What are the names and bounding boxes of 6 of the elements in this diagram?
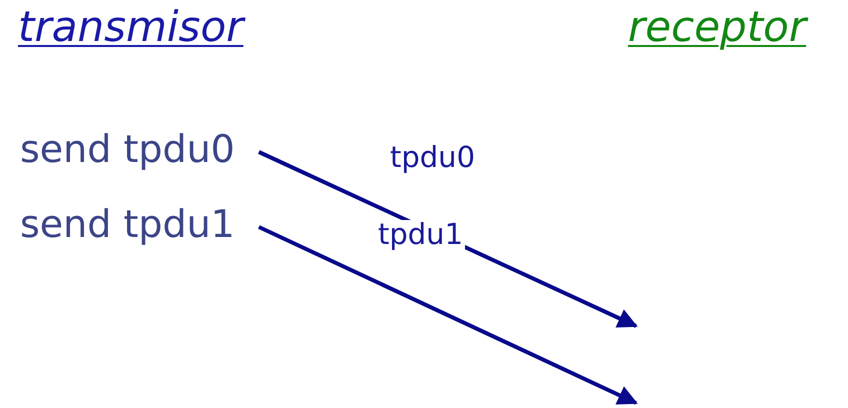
step-label: send tpdu0: [20, 130, 235, 168]
heading: receptor: [628, 6, 806, 48]
heading: transmisor: [18, 6, 244, 48]
edge-label: tpdu1: [376, 220, 466, 249]
arrow: [258, 225, 638, 405]
step-label: send tpdu1: [20, 205, 235, 243]
